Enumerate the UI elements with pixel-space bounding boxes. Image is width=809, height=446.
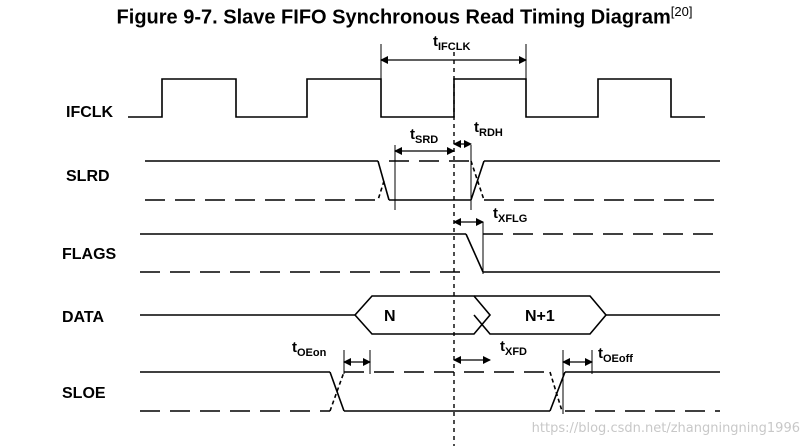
signal-label-data: DATA xyxy=(62,309,105,326)
figure-reference: [20] xyxy=(670,4,693,19)
figure-title: Figure 9-7. Slave FIFO Synchronous Read … xyxy=(0,4,809,30)
signal-label-slrd: SLRD xyxy=(66,168,110,185)
sloe-waveform xyxy=(140,350,720,414)
t-oeon-label: tOEon xyxy=(292,339,327,359)
figure-title-text: Figure 9-7. Slave FIFO Synchronous Read … xyxy=(116,6,671,29)
t-oeoff-label: tOEoff xyxy=(598,345,633,365)
signal-label-flags: FLAGS xyxy=(62,246,117,263)
t-xflg-label: tXFLG xyxy=(493,205,527,225)
signal-label-sloe: SLOE xyxy=(62,385,106,402)
t-srd-label: tSRD xyxy=(410,126,438,146)
data-waveform xyxy=(140,295,720,335)
data-value-n-plus-1: N+1 xyxy=(525,308,555,325)
watermark-text: https://blog.csdn.net/zhangningning1996 xyxy=(532,421,800,436)
ifclk-waveform xyxy=(128,78,705,118)
flags-waveform xyxy=(140,222,720,274)
t-rdh-label: tRDH xyxy=(474,119,503,139)
t-xfd-label: tXFD xyxy=(500,338,527,358)
t-ifclk-label: tIFCLK xyxy=(433,33,470,53)
signal-label-ifclk: IFCLK xyxy=(66,104,114,121)
data-value-n: N xyxy=(384,308,396,325)
slrd-waveform xyxy=(145,145,720,210)
